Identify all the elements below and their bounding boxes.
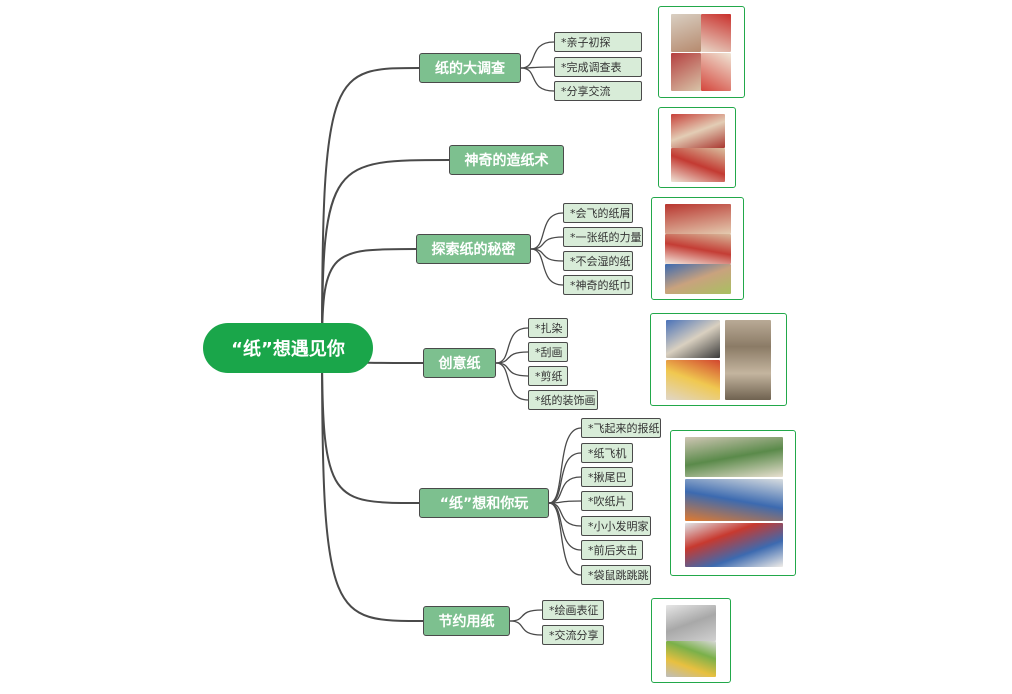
connector-line <box>321 159 450 349</box>
leaf-item[interactable]: *绘画表征 <box>542 600 604 620</box>
connector-line <box>509 609 543 622</box>
connector-line <box>509 620 543 636</box>
photo-image <box>666 320 720 358</box>
leaf-item[interactable]: *揪尾巴 <box>581 467 633 487</box>
photo-image <box>665 204 731 234</box>
photo-image <box>725 320 771 400</box>
branch-save-paper[interactable]: 节约用纸 <box>423 606 510 636</box>
photo-image <box>666 360 720 400</box>
photo-image <box>685 523 783 567</box>
photo-image <box>701 53 731 91</box>
leaf-item[interactable]: *亲子初探 <box>554 32 642 52</box>
photo-image <box>665 264 731 294</box>
photo-frame-secrets <box>651 197 744 300</box>
photo-image <box>666 641 716 677</box>
leaf-item[interactable]: *剪纸 <box>528 366 568 386</box>
connector-line <box>530 248 564 286</box>
leaf-item[interactable]: *前后夹击 <box>581 540 643 560</box>
connector-line <box>548 502 582 576</box>
connector-line <box>321 347 424 622</box>
photo-image <box>685 479 783 521</box>
branch-papermaking[interactable]: 神奇的造纸术 <box>449 145 564 175</box>
root-topic[interactable]: “纸”想遇见你 <box>203 323 373 373</box>
branch-paper-play[interactable]: “纸”想和你玩 <box>419 488 549 518</box>
leaf-item[interactable]: *吹纸片 <box>581 491 633 511</box>
connector-line <box>520 67 555 92</box>
photo-frame-creative <box>650 313 787 406</box>
photo-image <box>671 114 725 148</box>
connector-line <box>495 362 529 401</box>
leaf-item[interactable]: *袋鼠跳跳跳 <box>581 565 651 585</box>
branch-creative-paper[interactable]: 创意纸 <box>423 348 496 378</box>
connector-line <box>520 41 555 69</box>
leaf-item[interactable]: *扎染 <box>528 318 568 338</box>
leaf-item[interactable]: *不会湿的纸 <box>563 251 633 271</box>
leaf-item[interactable]: *神奇的纸巾 <box>563 275 633 295</box>
leaf-item[interactable]: *刮画 <box>528 342 568 362</box>
photo-image <box>671 14 701 52</box>
connector-line <box>530 212 564 250</box>
photo-image <box>671 53 701 91</box>
photo-frame-papermaking <box>658 107 736 188</box>
photo-image <box>685 437 783 477</box>
leaf-item[interactable]: *交流分享 <box>542 625 604 645</box>
connector-line <box>548 502 582 551</box>
leaf-item[interactable]: *完成调查表 <box>554 57 642 77</box>
connector-line <box>548 427 582 504</box>
leaf-item[interactable]: *纸的装饰画 <box>528 390 598 410</box>
photo-frame-play <box>670 430 796 576</box>
leaf-item[interactable]: *小小发明家 <box>581 516 651 536</box>
leaf-item[interactable]: *飞起来的报纸 <box>581 418 661 438</box>
photo-frame-save <box>651 598 731 683</box>
connector-line <box>548 476 582 504</box>
connector-line <box>495 327 529 364</box>
photo-image <box>665 234 731 264</box>
branch-paper-survey[interactable]: 纸的大调查 <box>419 53 521 83</box>
photo-image <box>701 14 731 52</box>
leaf-item[interactable]: *会飞的纸屑 <box>563 203 633 223</box>
connector-line <box>321 67 420 349</box>
photo-frame-survey <box>658 6 745 98</box>
photo-image <box>671 148 725 182</box>
connector-line <box>321 248 417 349</box>
leaf-item[interactable]: *分享交流 <box>554 81 642 101</box>
branch-paper-secrets[interactable]: 探索纸的秘密 <box>416 234 531 264</box>
leaf-item[interactable]: *一张纸的力量 <box>563 227 643 247</box>
leaf-item[interactable]: *纸飞机 <box>581 443 633 463</box>
photo-image <box>666 605 716 641</box>
